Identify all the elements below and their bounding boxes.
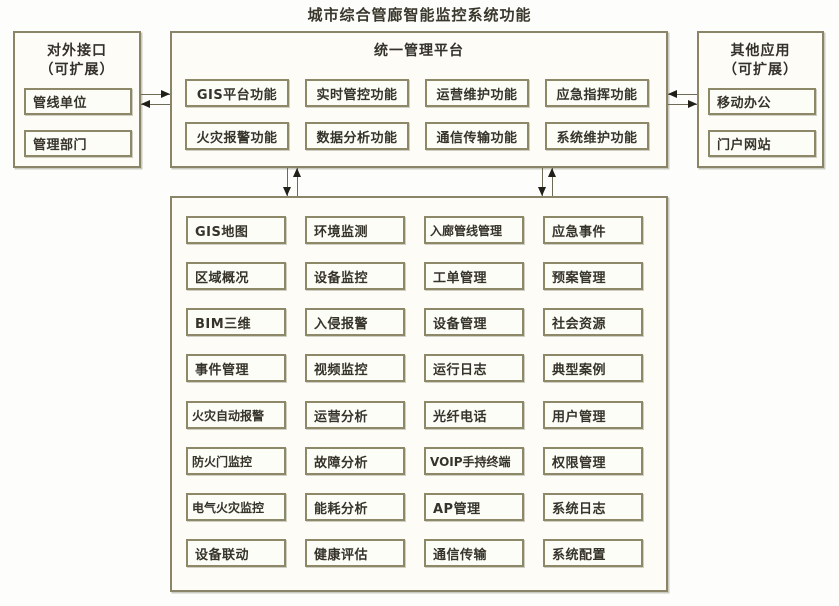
grid-node-emergency-event[interactable]: 应急事件 <box>543 216 643 244</box>
grid-node-pipeline-management[interactable]: 入廊管线管理 <box>424 216 524 244</box>
arrow-up-icon <box>547 168 556 177</box>
platform-node-realtime-control[interactable]: 实时管控功能 <box>305 79 409 107</box>
grid-node-equipment-linkage[interactable]: 设备联动 <box>186 539 286 567</box>
grid-node-equipment-monitoring[interactable]: 设备监控 <box>305 262 405 290</box>
grid-node-fault-analysis[interactable]: 故障分析 <box>305 447 405 475</box>
other-apps-item-portal-website[interactable]: 门户网站 <box>708 130 816 157</box>
grid-node-voip-handheld-terminal[interactable]: VOIP手持终端 <box>424 447 524 475</box>
platform-node-communication-transmission[interactable]: 通信传输功能 <box>425 122 529 150</box>
outer-interface-item-pipeline-unit[interactable]: 管线单位 <box>24 88 132 115</box>
grid-node-video-surveillance[interactable]: 视频监控 <box>305 354 405 382</box>
grid-node-work-order-management[interactable]: 工单管理 <box>424 262 524 290</box>
other-apps-heading: 其他应用 （可扩展） <box>699 42 822 80</box>
other-apps-heading-line2: （可扩展） <box>723 62 798 78</box>
platform-node-data-analysis[interactable]: 数据分析功能 <box>305 122 409 150</box>
platform-node-gis[interactable]: GIS平台功能 <box>185 79 289 107</box>
grid-node-system-log[interactable]: 系统日志 <box>543 493 643 521</box>
arrow-down-icon <box>282 187 291 196</box>
connector-platform-to-function-grid-right <box>536 168 558 196</box>
outer-interface-heading: 对外接口 （可扩展） <box>15 42 139 80</box>
grid-node-bim-3d[interactable]: BIM三维 <box>186 308 286 336</box>
outer-interface-panel: 对外接口 （可扩展） 管线单位 管理部门 <box>13 31 141 168</box>
arrow-left-icon <box>141 99 150 108</box>
grid-node-user-management[interactable]: 用户管理 <box>543 401 643 429</box>
arrow-left-icon <box>668 89 677 98</box>
other-apps-item-mobile-office[interactable]: 移动办公 <box>708 88 816 115</box>
outer-interface-heading-line1: 对外接口 <box>47 43 107 59</box>
grid-node-plan-management[interactable]: 预案管理 <box>543 262 643 290</box>
grid-node-gis-map[interactable]: GIS地图 <box>186 216 286 244</box>
arrow-up-icon <box>292 168 301 177</box>
grid-node-system-configuration[interactable]: 系统配置 <box>543 539 643 567</box>
grid-node-intrusion-alarm[interactable]: 入侵报警 <box>305 308 405 336</box>
grid-node-operation-log[interactable]: 运行日志 <box>424 354 524 382</box>
grid-node-energy-analysis[interactable]: 能耗分析 <box>305 493 405 521</box>
platform-node-emergency-command[interactable]: 应急指挥功能 <box>545 79 649 107</box>
unified-management-platform-panel: 统一管理平台 GIS平台功能 实时管控功能 运营维护功能 应急指挥功能 火灾报警… <box>170 31 668 168</box>
page-title: 城市综合管廊智能监控系统功能 <box>307 6 532 24</box>
grid-node-communication-transmission[interactable]: 通信传输 <box>424 539 524 567</box>
platform-node-system-maintenance[interactable]: 系统维护功能 <box>545 122 649 150</box>
grid-node-equipment-management[interactable]: 设备管理 <box>424 308 524 336</box>
grid-node-typical-case[interactable]: 典型案例 <box>543 354 643 382</box>
grid-node-health-assessment[interactable]: 健康评估 <box>305 539 405 567</box>
platform-node-operation-maintenance[interactable]: 运营维护功能 <box>425 79 529 107</box>
arrow-right-icon <box>688 99 697 108</box>
grid-node-fire-door-monitoring[interactable]: 防火门监控 <box>186 447 286 475</box>
connector-platform-to-function-grid-left <box>281 168 303 196</box>
grid-node-ap-management[interactable]: AP管理 <box>424 493 524 521</box>
platform-heading: 统一管理平台 <box>374 43 464 59</box>
outer-interface-heading-line2: （可扩展） <box>39 62 115 78</box>
function-grid-panel: GIS地图 环境监测 入廊管线管理 应急事件 区域概况 设备监控 工单管理 预案… <box>170 196 668 592</box>
arrow-down-icon <box>537 187 546 196</box>
platform-node-fire-alarm[interactable]: 火灾报警功能 <box>185 122 289 150</box>
arrow-right-icon <box>161 89 170 98</box>
other-apps-heading-line1: 其他应用 <box>730 43 791 59</box>
grid-node-automatic-fire-alarm[interactable]: 火灾自动报警 <box>186 401 286 429</box>
outer-interface-item-management-dept[interactable]: 管理部门 <box>24 130 132 157</box>
grid-node-social-resources[interactable]: 社会资源 <box>543 308 643 336</box>
grid-node-event-management[interactable]: 事件管理 <box>186 354 286 382</box>
grid-node-area-overview[interactable]: 区域概况 <box>186 262 286 290</box>
grid-node-fiber-telephone[interactable]: 光纤电话 <box>424 401 524 429</box>
connector-outer-interface-to-platform <box>141 88 170 110</box>
grid-node-environment-monitoring[interactable]: 环境监测 <box>305 216 405 244</box>
connector-platform-to-other-applications <box>668 88 697 110</box>
grid-node-electrical-fire-monitoring[interactable]: 电气火灾监控 <box>186 493 286 521</box>
grid-node-operation-analysis[interactable]: 运营分析 <box>305 401 405 429</box>
grid-node-permission-management[interactable]: 权限管理 <box>543 447 643 475</box>
other-applications-panel: 其他应用 （可扩展） 移动办公 门户网站 <box>697 31 824 168</box>
